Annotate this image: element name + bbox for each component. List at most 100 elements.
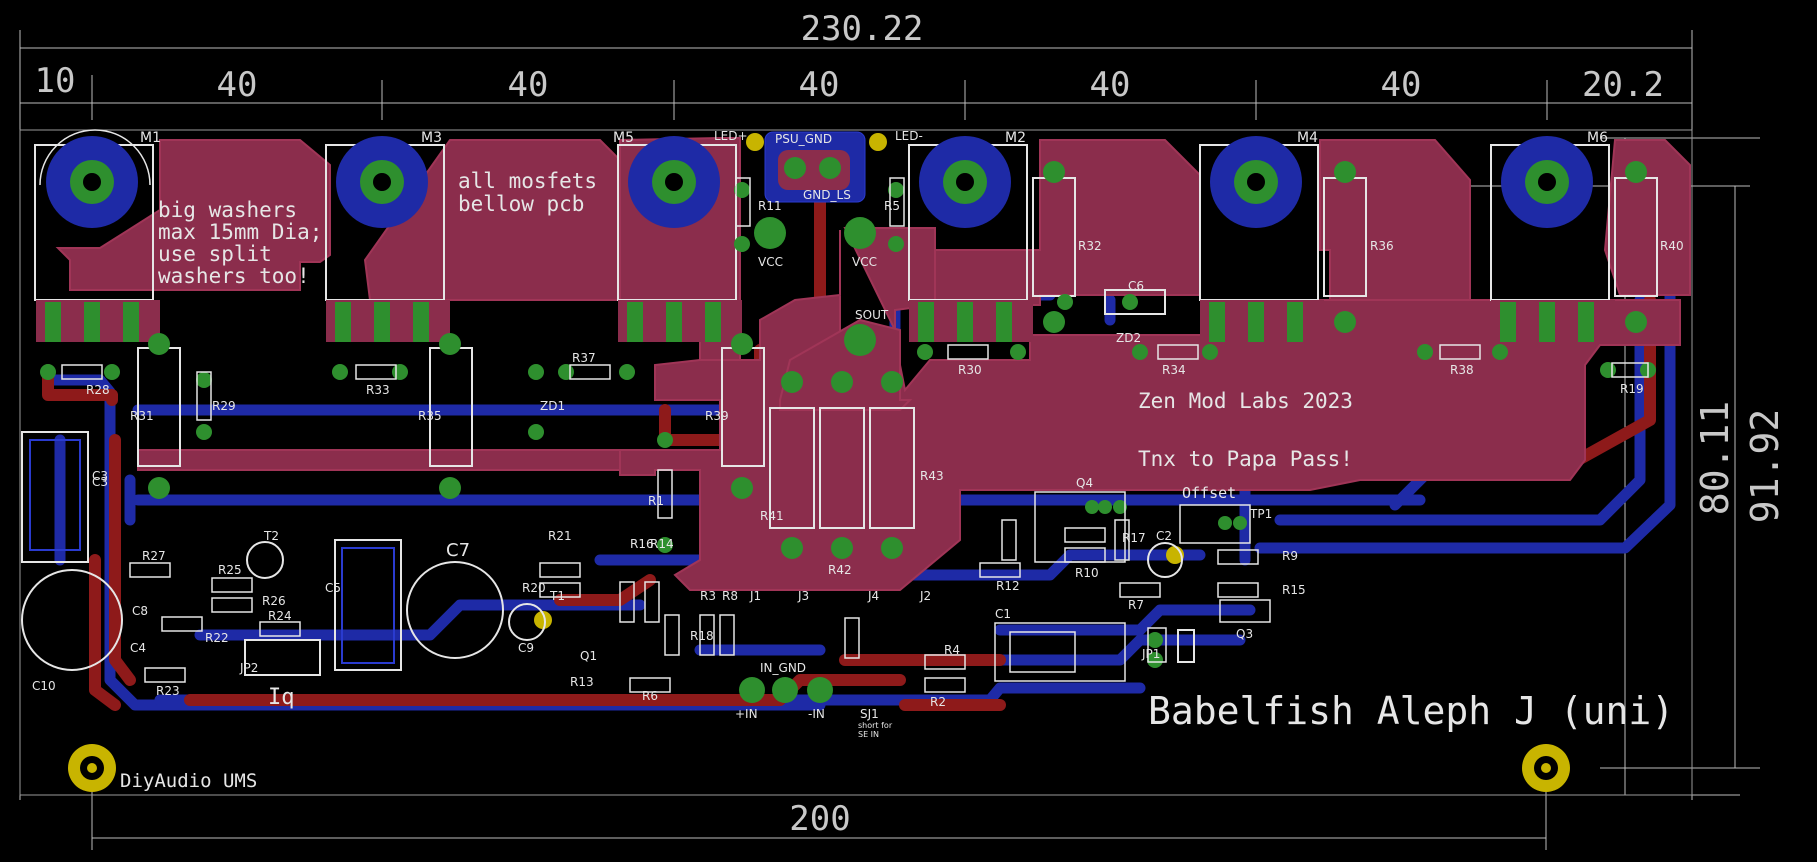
component-label: J2 <box>919 589 931 603</box>
sj1-label: SJ1 <box>860 707 879 721</box>
component-label: T1 <box>549 589 565 603</box>
component-label: C7 <box>446 540 470 561</box>
component-label: R30 <box>958 363 982 377</box>
component-label: R13 <box>570 675 594 689</box>
short-note-1: short for <box>858 721 893 730</box>
mosfet-footprints <box>34 129 1615 342</box>
component-label: R38 <box>1450 363 1474 377</box>
connector-labels: PSU_GND GND_LS LED+ LED- VCC VCC SOUT IN… <box>714 129 923 739</box>
mosfet-labels: M1 M3 M5 M2 M4 M6 <box>140 130 1608 146</box>
mosfet-label-m5: M5 <box>613 130 634 146</box>
component-label: TP1 <box>1249 507 1272 521</box>
sout-label: SOUT <box>855 308 889 322</box>
board-title: Babelfish Aleph J (uni) <box>1148 689 1674 733</box>
component-label: C3 <box>92 469 108 483</box>
component-label: R8 <box>722 589 738 603</box>
dim-seg-1: 10 <box>35 61 76 101</box>
component-label: R5 <box>884 199 900 213</box>
component-label: R27 <box>142 549 166 563</box>
component-label: R12 <box>996 579 1020 593</box>
component-label: R14 <box>650 537 674 551</box>
component-label: R34 <box>1162 363 1186 377</box>
component-label: R41 <box>760 509 784 523</box>
component-label: R23 <box>156 684 180 698</box>
mosfet-label-m6: M6 <box>1587 130 1608 146</box>
component-label: R1 <box>648 494 664 508</box>
mosfet-m4 <box>1199 136 1324 342</box>
component-label: ZD1 <box>540 399 565 413</box>
component-label: R4 <box>944 643 960 657</box>
component-label: Q3 <box>1236 627 1253 641</box>
component-label: R29 <box>212 399 236 413</box>
component-label: Q4 <box>1076 476 1093 490</box>
led-plus-label: LED+ <box>714 129 748 143</box>
brand-text: Zen Mod Labs 2023 <box>1138 389 1353 413</box>
component-label: R17 <box>1122 531 1146 545</box>
component-label: C9 <box>518 641 534 655</box>
component-label: R42 <box>828 563 852 577</box>
dim-seg-5: 40 <box>1090 65 1131 105</box>
mosfet-label-m2: M2 <box>1005 130 1026 146</box>
component-label: R24 <box>268 609 292 623</box>
component-label: JP1 <box>1141 647 1160 661</box>
small-resistors <box>61 177 1649 693</box>
component-label: ZD2 <box>1116 331 1141 345</box>
mosfet-label-m1: M1 <box>140 130 161 146</box>
dim-seg-6: 40 <box>1381 65 1422 105</box>
dim-bottom: 200 <box>789 799 850 839</box>
in-gnd-label: IN_GND <box>760 661 806 675</box>
component-label: T2 <box>263 529 279 543</box>
component-label: J3 <box>797 589 809 603</box>
component-label: R9 <box>1282 549 1298 563</box>
component-label: C5 <box>325 581 341 595</box>
washers-line-2: max 15mm Dia; <box>158 220 322 244</box>
mosfet-label-m3: M3 <box>421 130 442 146</box>
component-label: Q1 <box>580 649 597 663</box>
component-label: R10 <box>1075 566 1099 580</box>
mosfet-m6 <box>1490 136 1615 342</box>
component-label: R3 <box>700 589 716 603</box>
gnd-ls-label: GND_LS <box>803 188 851 202</box>
component-label: R35 <box>418 409 442 423</box>
short-note-2: SE IN <box>858 730 879 739</box>
component-label: R37 <box>572 351 596 365</box>
component-label: J1 <box>749 589 761 603</box>
component-label: R32 <box>1078 239 1102 253</box>
component-label: R20 <box>522 581 546 595</box>
dim-seg-7: 20.2 <box>1582 65 1664 105</box>
component-label: R31 <box>130 409 154 423</box>
component-label: R21 <box>548 529 572 543</box>
component-label: C8 <box>132 604 148 618</box>
component-label: R36 <box>1370 239 1394 253</box>
component-label: R19 <box>1620 382 1644 396</box>
mosfet-m1 <box>34 129 160 342</box>
component-label: R2 <box>930 695 946 709</box>
washers-line-3: use split <box>158 242 272 266</box>
component-label: R39 <box>705 409 729 423</box>
component-label: R26 <box>262 594 286 608</box>
component-label: C6 <box>1128 279 1144 293</box>
dim-total-width: 230.22 <box>801 9 924 49</box>
mosfets-line-2: bellow pcb <box>458 192 584 216</box>
component-label: R11 <box>758 199 782 213</box>
pour-left-strip <box>137 449 621 471</box>
component-label: R28 <box>86 383 110 397</box>
board-outline <box>19 129 1693 796</box>
component-label: C1 <box>995 607 1011 621</box>
thanks-text: Tnx to Papa Pass! <box>1138 447 1353 471</box>
component-label: C10 <box>32 679 56 693</box>
mosfet-m2 <box>908 136 1033 342</box>
offset-label: Offset <box>1182 484 1236 502</box>
component-label: R18 <box>690 629 714 643</box>
dim-height-outer: 91.92 <box>1743 409 1787 523</box>
pour-m6 <box>1603 139 1691 296</box>
pads <box>40 157 1656 703</box>
dim-seg-4: 40 <box>799 65 840 105</box>
component-label: R22 <box>205 631 229 645</box>
component-label: R15 <box>1282 583 1306 597</box>
pour-m2 <box>934 139 1201 306</box>
dim-seg-3: 40 <box>508 65 549 105</box>
pour-sout <box>779 318 913 411</box>
capacitors <box>21 289 1195 676</box>
